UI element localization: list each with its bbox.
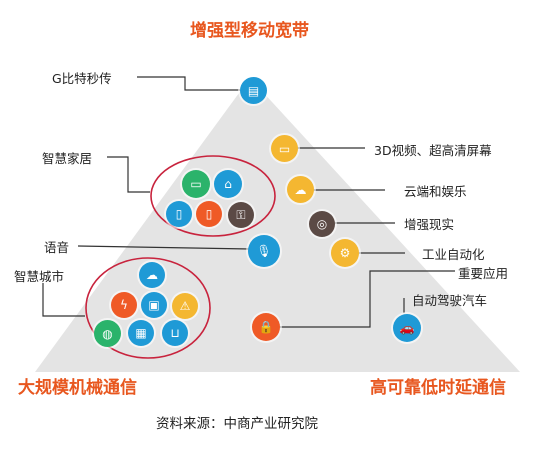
right-corner-label: 高可靠低时延通信: [370, 378, 506, 398]
gear-icon: ⚙: [331, 239, 359, 267]
cloud-upload-icon: ☁: [139, 262, 165, 288]
left-corner-label: 大规模机械通信: [18, 378, 137, 398]
tv-icon: ▭: [182, 170, 210, 198]
bolt-icon: ϟ: [111, 292, 137, 318]
cloud-icon: ☁: [287, 176, 314, 203]
label-critical: 重要应用: [458, 266, 509, 281]
label-voice: 语音: [44, 240, 70, 255]
label-industry: 工业自动化: [422, 247, 485, 262]
diagram-title: 增强型移动宽带: [190, 21, 309, 41]
fridge-icon: ▯: [196, 201, 222, 227]
label-smart-city: 智慧城市: [14, 269, 65, 284]
screen-icon: ▭: [271, 135, 298, 162]
compass-icon: ◎: [309, 211, 335, 237]
smart-home-circle: [150, 155, 276, 237]
microphone-icon: 🎙: [248, 235, 280, 267]
warning-icon: ⚠: [172, 293, 198, 319]
house-icon: ⌂: [214, 170, 242, 198]
car-icon: 🚗: [393, 314, 421, 342]
label-g-sec: G比特秒传: [52, 71, 112, 86]
planet-icon: ◍: [94, 320, 121, 347]
label-video: 3D视频、超高清屏幕: [374, 143, 492, 158]
leader-voice: [77, 245, 251, 250]
leader-critical: [272, 270, 455, 328]
leader-g-sec: [137, 76, 240, 91]
label-ar: 增强现实: [404, 217, 455, 232]
label-cloud: 云端和娱乐: [404, 184, 467, 199]
leader-smart-home: [107, 156, 150, 193]
bus-icon: ▣: [141, 292, 167, 318]
chip-icon: ▦: [128, 320, 154, 346]
lock-icon: 🔒: [252, 313, 280, 341]
label-auto-drive: 自动驾驶汽车: [412, 293, 488, 308]
smart-city-circle: [85, 257, 211, 359]
phone-icon: ▯: [166, 201, 192, 227]
database-icon: ▤: [240, 77, 267, 104]
key-icon: ⚿: [228, 202, 254, 228]
source-note: 资料来源：中商产业研究院: [156, 416, 318, 432]
label-smart-home: 智慧家居: [42, 151, 93, 166]
basket-icon: ⊔: [162, 320, 188, 346]
leader-smart-city: [42, 283, 85, 317]
